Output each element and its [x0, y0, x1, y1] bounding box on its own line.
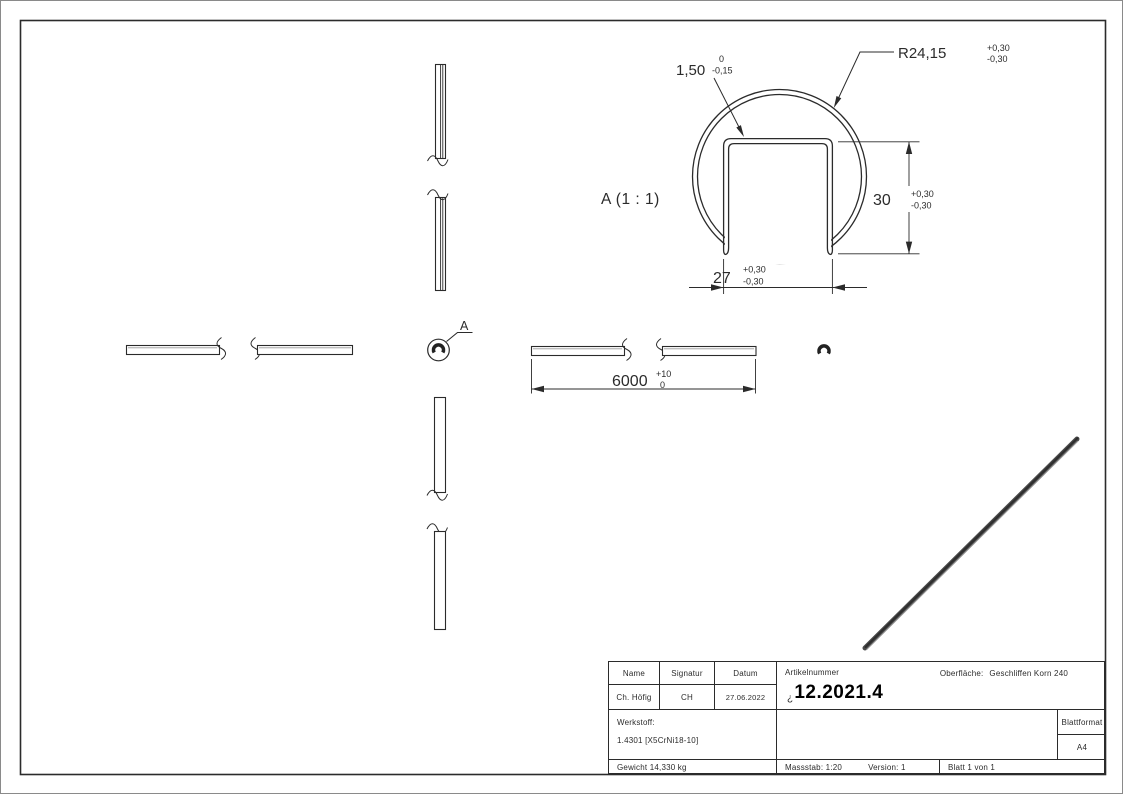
- callout-leader-line: [446, 331, 473, 342]
- dim-radius-tol-dn: -0,30: [987, 54, 1008, 64]
- signatur-label-cell: Signatur: [660, 662, 715, 685]
- werkstoff-value: 1.4301 [X5CrNi18-10]: [617, 736, 699, 745]
- artikelnummer: ¿12.2021.4: [787, 682, 883, 704]
- gewicht-cell: Gewicht 14,330 kg: [609, 760, 777, 775]
- sheet-border: [19, 19, 1107, 776]
- artikelnummer-value: 12.2021.4: [794, 682, 884, 703]
- profile-end-view-small: [431, 343, 446, 354]
- view-tube-vertical-bottom: [426, 396, 448, 631]
- arrowhead: [743, 385, 756, 393]
- werkstoff-label: Werkstoff:: [617, 718, 655, 727]
- dim-height-tol-up: +0,30: [911, 189, 934, 199]
- artikelnummer-prefix: ¿: [787, 693, 794, 704]
- arrowhead: [531, 385, 544, 393]
- profile-end-view: [817, 344, 831, 355]
- dim-width-tol-up: +0,30: [743, 265, 766, 275]
- blatt-cell: Blatt 1 von 1: [940, 760, 1106, 775]
- break-line: [250, 337, 261, 360]
- arrowhead: [832, 284, 845, 291]
- dim-length-tol-dn: 0: [660, 380, 665, 390]
- dimension-slot-width-27: 27 +0,30 -0,30: [689, 259, 867, 294]
- arrowhead: [833, 96, 842, 108]
- view-tube-vertical-top: [427, 63, 449, 292]
- empty-cell: [777, 710, 1058, 760]
- slot-tip-right: [826, 247, 834, 255]
- blattformat-value-cell: A4: [1058, 735, 1106, 760]
- arrowhead: [905, 141, 913, 154]
- oberflaeche: Oberfläche: Geschliffen Korn 240: [940, 669, 1074, 678]
- signatur-label: Signatur: [671, 668, 703, 678]
- detail-view-label: A (1 : 1): [601, 191, 660, 208]
- break-line: [622, 338, 632, 361]
- blattformat-value: A4: [1076, 742, 1088, 752]
- break-line: [426, 489, 448, 501]
- section-mark-label: A: [460, 319, 469, 333]
- blattformat-label: Blattformat: [1061, 717, 1103, 727]
- massstab-cell: Massstab: 1:20 Version: 1: [777, 760, 940, 775]
- detail-callout: A: [427, 319, 473, 362]
- dim-length-tol-up: +10: [656, 369, 671, 379]
- datum-value: 27.06.2022: [725, 692, 766, 702]
- name-label: Name: [622, 668, 646, 678]
- blattformat-label-cell: Blattformat: [1058, 710, 1106, 735]
- detail-view-A: 30 +0,30 -0,30 27 +0,30 -0,30 1,50 0: [601, 43, 1010, 294]
- name-label-cell: Name: [609, 662, 660, 685]
- dim-width-tol-dn: -0,30: [743, 277, 764, 287]
- dimension-thickness-150: 1,50 0 -0,15: [676, 54, 744, 137]
- artikelnummer-label: Artikelnummer: [785, 668, 840, 677]
- signatur-value: CH: [681, 692, 693, 702]
- dim-radius-value: R24,15: [898, 45, 946, 62]
- artikelnummer-cell: Artikelnummer Oberfläche: Geschliffen Kor…: [777, 662, 1106, 710]
- dim-height-tol-dn: -0,30: [911, 201, 932, 211]
- slot-inner-wall: [727, 142, 829, 248]
- dimension-radius-R2415: R24,15 +0,30 -0,30: [833, 43, 1010, 108]
- dim-thickness-value: 1,50: [676, 62, 705, 79]
- break-line: [427, 189, 449, 201]
- arrowhead: [711, 284, 724, 291]
- view-tube-horizontal-right: [530, 338, 757, 361]
- datum-label: Datum: [733, 668, 758, 678]
- name-value-cell: Ch. Höfig: [609, 685, 660, 710]
- break-line: [427, 155, 449, 167]
- oberflaeche-label: Oberfläche:: [939, 669, 984, 678]
- dim-length-value: 6000: [612, 373, 648, 390]
- dim-thickness-tol-up: 0: [719, 54, 724, 64]
- slot-outer-wall: [722, 137, 834, 251]
- gewicht-value: Gewicht 14,330 kg: [617, 763, 687, 772]
- name-value: Ch. Höfig: [616, 692, 652, 702]
- dim-radius-tol-up: +0,30: [987, 43, 1010, 53]
- dimension-slot-height-30: 30 +0,30 -0,30: [838, 141, 934, 255]
- break-line: [656, 338, 666, 361]
- massstab-value: Massstab: 1:20: [785, 763, 843, 772]
- dim-thickness-tol-dn: -0,15: [712, 66, 733, 76]
- dim-height-value: 30: [873, 192, 891, 209]
- arrowhead: [905, 241, 913, 254]
- slot-tip-left: [722, 247, 730, 255]
- dimension-length-6000: 6000 +10 0: [531, 359, 756, 394]
- signatur-value-cell: CH: [660, 685, 715, 710]
- view-isometric-rod: [862, 436, 1080, 651]
- dim-width-value: 27: [713, 270, 731, 287]
- datum-label-cell: Datum: [715, 662, 777, 685]
- break-line: [216, 337, 227, 360]
- werkstoff-cell: Werkstoff: 1.4301 [X5CrNi18-10]: [609, 710, 777, 760]
- view-tube-horizontal-left: [125, 337, 354, 360]
- title-block: Name Signatur Datum Ch. Höfig CH 27.06.2…: [608, 661, 1106, 775]
- datum-value-cell: 27.06.2022: [715, 685, 777, 710]
- arrowhead: [736, 125, 744, 137]
- blatt-value: Blatt 1 von 1: [948, 763, 996, 772]
- oberflaeche-value: Geschliffen Korn 240: [989, 669, 1068, 678]
- version-value: Version: 1: [868, 763, 906, 772]
